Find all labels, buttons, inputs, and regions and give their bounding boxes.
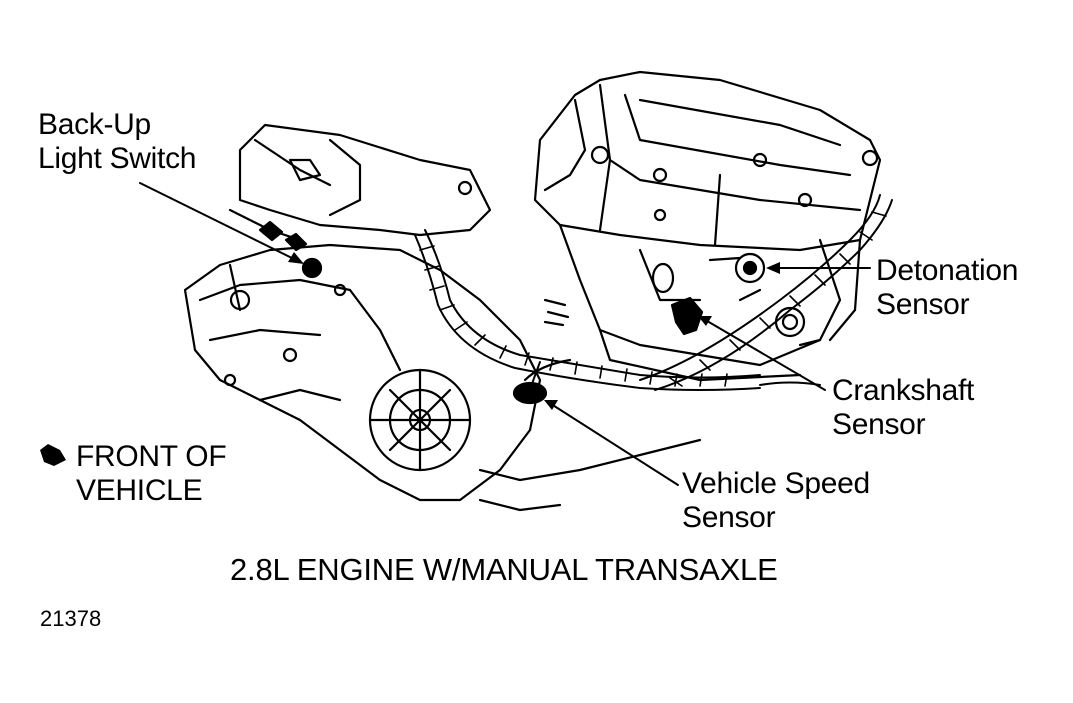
detonation-sensor-label: Detonation Sensor: [876, 254, 1018, 322]
crankshaft-sensor-label: Crankshaft Sensor: [832, 374, 974, 442]
backup-light-switch-label: Back-Up Light Switch: [38, 108, 196, 176]
harness-ribs: [419, 211, 887, 387]
backup-light-switch: [258, 220, 323, 279]
leader-lines: [139, 182, 871, 486]
crankshaft-label-line1: Crankshaft: [832, 374, 975, 407]
front-arrow-icon: [40, 444, 66, 466]
crankshaft-label-line2: Sensor: [832, 408, 926, 441]
engine-block: [533, 70, 882, 347]
detonation-label-line2: Sensor: [876, 288, 970, 321]
vehicle-speed-label-line2: Sensor: [682, 501, 776, 534]
crankshaft-sensor-shape: [670, 296, 704, 336]
vehicle-speed-sensor-shape: [512, 298, 572, 405]
detonation-sensor-shape: [734, 252, 766, 302]
bellhousing: [368, 368, 702, 512]
transaxle-body: [183, 243, 542, 502]
front-label-line1: FRONT OF: [76, 440, 227, 473]
vehicle-speed-label-line1: Vehicle Speed: [682, 467, 870, 500]
front-of-vehicle-label: FRONT OF VEHICLE: [76, 440, 227, 508]
leader-arrowheads: [288, 252, 780, 410]
detonation-label-line1: Detonation: [876, 254, 1019, 287]
figure-number: 21378: [40, 606, 102, 631]
backup-label-line2: Light Switch: [38, 142, 197, 175]
backup-label-line1: Back-Up: [38, 108, 151, 141]
front-label-line2: VEHICLE: [76, 474, 203, 507]
diagram-caption: 2.8L ENGINE W/MANUAL TRANSAXLE: [230, 552, 778, 587]
wiring-harness: [414, 194, 893, 391]
vehicle-speed-sensor-label: Vehicle Speed Sensor: [682, 467, 870, 535]
